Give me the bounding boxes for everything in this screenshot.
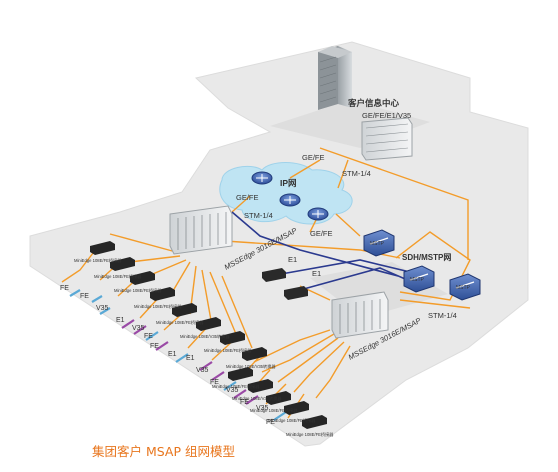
client-interface-label: E1	[116, 317, 125, 324]
mstp-node-icon	[363, 229, 395, 257]
access-device-labels: MiniEdge 108E/FE桥接器 MiniEdge 108E/FE桥接器 Mi…	[74, 257, 334, 438]
client-interface-label: E1	[186, 355, 195, 362]
client-interface-label: FE	[144, 333, 153, 340]
client-interface-label: V35	[226, 387, 239, 394]
access-device-label: MiniEdge 108E/V35转换器	[180, 333, 230, 340]
mstp-node-label: MSTP	[456, 285, 471, 291]
access-device-label: MiniEdge 108E/FE桥接器	[156, 319, 204, 326]
access-device-icon	[248, 379, 273, 393]
client-interface-label: FE	[80, 293, 89, 300]
customer-center-title: 客户信息中心	[347, 98, 400, 108]
diagram-caption: 集团客户 MSAP 组网模型	[92, 444, 235, 459]
mstp-node-label: MSTP	[370, 241, 385, 247]
router-icon	[307, 207, 329, 221]
mstp-node-label: MSTP	[410, 277, 425, 283]
client-interface-label: V35	[132, 325, 145, 332]
access-device-label: MiniEdge 108E/FE桥接器	[250, 407, 298, 414]
client-interface-label: FE	[60, 285, 69, 292]
mstp-node-icon	[449, 273, 481, 301]
access-device-icon	[262, 268, 286, 282]
center-rack-icon	[361, 117, 413, 161]
access-device-icon	[130, 271, 155, 285]
client-interface-label: FE	[266, 419, 275, 426]
mstp-node-icon	[403, 265, 435, 293]
access-device-icon	[196, 317, 221, 331]
building-icon	[318, 46, 352, 110]
access-device-icon	[284, 401, 309, 415]
access-device-icon	[150, 287, 175, 301]
access-device-label: MiniEdge 108E/V35转换器	[232, 395, 282, 402]
e1-label: E1	[312, 269, 321, 278]
access-device-label: MiniEdge 108E/FE桥接器	[268, 417, 316, 424]
router-icon	[279, 193, 301, 207]
router-icon	[251, 171, 273, 185]
client-interface-label: V35	[256, 405, 269, 412]
sdh-network-label: SDH/MSTP网	[402, 253, 451, 262]
ge-fe-label: GE/FE	[310, 229, 333, 238]
access-device-label: MiniEdge 108E/FE桥接器	[286, 431, 334, 438]
client-interface-label: FE	[210, 379, 219, 386]
access-device-label: MiniEdge 108E/FE桥接器	[74, 257, 122, 264]
ge-fe-label: GE/FE	[302, 153, 325, 162]
customer-center-interface: GE/FE/E1/V35	[362, 111, 411, 120]
access-device-label: MiniEdge 108E/FE桥接器	[204, 347, 252, 354]
access-device-icon	[172, 303, 197, 317]
access-devices	[90, 241, 327, 429]
client-interface-label: V35	[196, 367, 209, 374]
e1-label: E1	[288, 255, 297, 264]
access-device-icon	[302, 415, 327, 429]
msap-device-icon	[169, 205, 233, 255]
access-device-icon	[228, 367, 253, 381]
stm-label: STM-1/4	[428, 311, 457, 320]
access-device-label: MiniEdge 108E/FE桥接器	[94, 273, 142, 280]
ge-fe-label: GE/FE	[236, 193, 259, 202]
client-interface-label: V35	[96, 305, 109, 312]
access-device-icon	[266, 391, 291, 405]
client-interface-label: FE	[240, 399, 249, 406]
ip-network-label: IP网	[280, 178, 297, 188]
msap-device-icon	[331, 291, 389, 339]
e1-links	[231, 211, 413, 291]
access-device-label: MiniEdge 108E/FE桥接器	[114, 287, 162, 294]
client-interface-label: E1	[168, 351, 177, 358]
access-device-label: MiniEdge 108E/V35转换器	[226, 363, 276, 370]
access-device-icon	[220, 331, 245, 345]
client-endpoints	[69, 289, 287, 421]
access-device-icon	[110, 257, 135, 271]
access-device-icon	[242, 347, 267, 361]
access-device-icon	[90, 241, 115, 255]
access-device-label: MiniEdge 108E/FE桥接器	[134, 303, 182, 310]
stm-label: STM-1/4	[342, 169, 371, 178]
orange-links	[61, 147, 471, 419]
client-interface-label: FE	[150, 343, 159, 350]
access-device-icon	[284, 286, 308, 300]
access-device-label: MiniEdge 108E/FE桥接器	[212, 383, 260, 390]
stm-label: STM-1/4	[244, 211, 273, 220]
